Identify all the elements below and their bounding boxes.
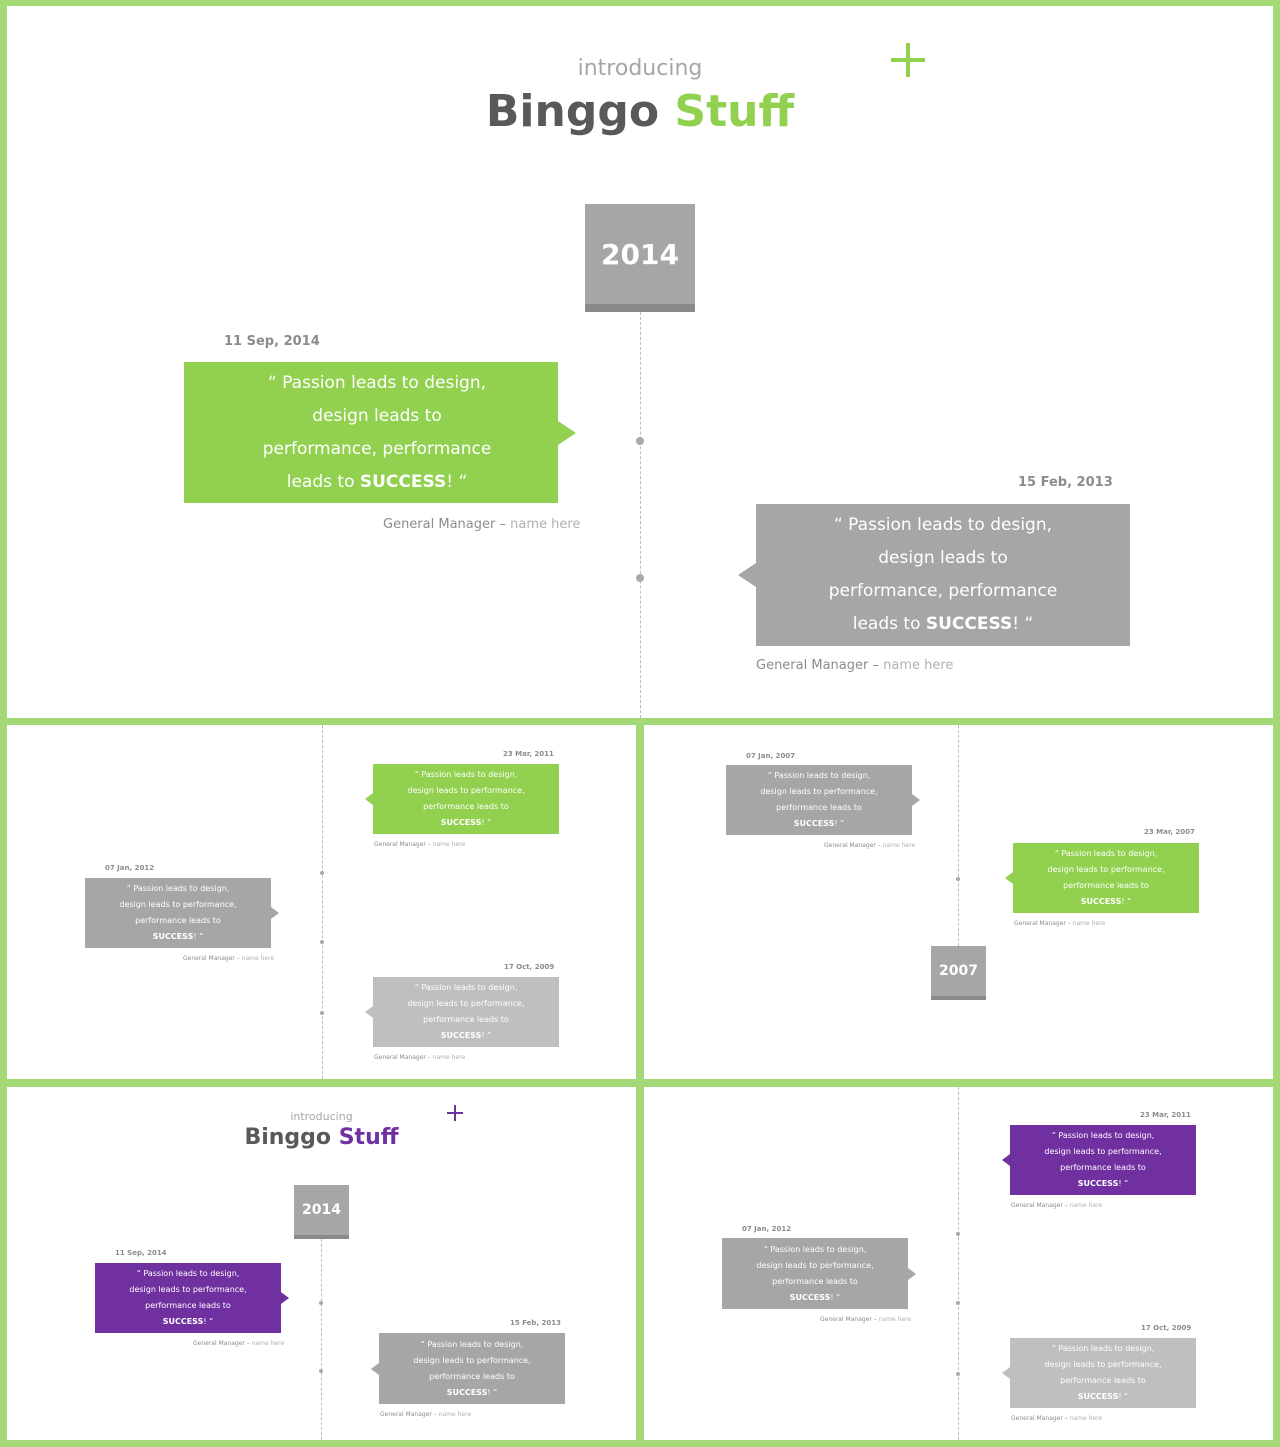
quote-attribution: General Manager – name here (820, 1316, 912, 1323)
quote-text: “ Passion leads to design, design leads … (760, 771, 878, 828)
timeline-dot (320, 1011, 324, 1015)
quote-attribution: General Manager – name here (824, 842, 916, 849)
year-box: 2014 (294, 1185, 349, 1239)
quote-attribution: General Manager – name here (1011, 1415, 1103, 1422)
brand-title: Binggo Stuff (7, 86, 1273, 137)
quote-text: “ Passion leads to design, design leads … (262, 372, 492, 492)
slide-1: introducing Binggo Stuff .p1::before{lef… (7, 6, 1273, 718)
timeline-line (321, 1239, 322, 1440)
quote-attribution: General Manager – name here (193, 1340, 285, 1347)
item-date: 23 Mar, 2011 (503, 750, 554, 758)
item-date: 17 Oct, 2009 (504, 963, 555, 971)
quote-attribution: General Manager – name here (1014, 920, 1106, 927)
quote-attribution: General Manager – name here (183, 955, 275, 962)
quote-text: “ Passion leads to design, design leads … (1044, 1131, 1162, 1188)
brand-word-2: Stuff (674, 86, 795, 137)
quote-text: “ Passion leads to design, design leads … (407, 983, 525, 1040)
quote-attribution: General Manager – name here (380, 1411, 472, 1418)
timeline-dot (956, 1372, 960, 1376)
timeline-dot (319, 1369, 323, 1373)
quote-box-purple: “ Passion leads to design, design leads … (95, 1263, 281, 1333)
quote-text: “ Passion leads to design, design leads … (407, 770, 525, 827)
item-date: 11 Sep, 2014 (115, 1249, 167, 1257)
plus-icon (447, 1105, 463, 1121)
quote-box-gray: “ Passion leads to design, design leads … (85, 878, 271, 948)
quote-text: “ Passion leads to design, design leads … (119, 884, 237, 941)
item-date: 15 Feb, 2013 (510, 1319, 562, 1327)
item-date: 23 Mar, 2007 (1144, 828, 1195, 836)
item-date: 07 Jan, 2007 (746, 752, 796, 760)
quote-box-gray: “ Passion leads to design, design leads … (756, 504, 1130, 646)
quote-text: “ Passion leads to design, design leads … (1044, 1344, 1162, 1401)
item-date: 15 Feb, 2013 (1018, 475, 1113, 490)
quote-box-gray: “ Passion leads to design, design leads … (722, 1238, 908, 1309)
quote-box-green: “ Passion leads to design, design leads … (184, 362, 558, 503)
brand-word-1: Binggo (244, 1125, 332, 1150)
quote-box-gray: “ Passion leads to design, design leads … (726, 765, 912, 835)
slide-2: 23 Mar, 2011 “ Passion leads to design, … (7, 725, 636, 1079)
slide-5: 23 Mar, 2011 “ Passion leads to design, … (644, 1087, 1273, 1440)
timeline-dot (320, 871, 324, 875)
timeline-dot (636, 574, 644, 582)
item-date: 17 Oct, 2009 (1141, 1324, 1192, 1332)
plus-icon (891, 43, 925, 77)
timeline-dot (636, 437, 644, 445)
year-box: 2014 (585, 204, 695, 312)
quote-box-purple: “ Passion leads to design, design leads … (1010, 1125, 1196, 1195)
quote-text: “ Passion leads to design, design leads … (1047, 849, 1165, 906)
quote-text: “ Passion leads to design, design leads … (756, 1244, 874, 1302)
item-date: 23 Mar, 2011 (1140, 1111, 1191, 1119)
brand-word-1: Binggo (485, 86, 660, 137)
timeline-line (958, 725, 959, 946)
quote-attribution: General Manager – name here (374, 841, 466, 848)
slide-4: introducing Binggo Stuff 2014 11 Sep, 20… (7, 1087, 636, 1440)
quote-attribution: General Manager – name here (374, 1054, 466, 1061)
timeline-dot (319, 1301, 323, 1305)
quote-text: “ Passion leads to design, design leads … (828, 515, 1058, 634)
quote-attribution: General Manager – name here (756, 658, 954, 673)
slide-3: 07 Jan, 2007 “ Passion leads to design, … (644, 725, 1273, 1079)
year-box: 2007 (931, 946, 986, 1000)
quote-attribution: General Manager – name here (383, 517, 581, 532)
quote-text: “ Passion leads to design, design leads … (413, 1339, 531, 1397)
item-date: 11 Sep, 2014 (224, 334, 320, 349)
timeline-dot (956, 877, 960, 881)
quote-box-lightgray: “ Passion leads to design, design leads … (373, 977, 559, 1047)
intro-text: introducing (577, 56, 703, 81)
timeline-line (640, 312, 641, 718)
item-date: 07 Jan, 2012 (742, 1225, 792, 1233)
quote-text: “ Passion leads to design, design leads … (129, 1269, 247, 1326)
brand-title: Binggo Stuff (7, 1125, 636, 1150)
quote-box-green: “ Passion leads to design, design leads … (373, 764, 559, 834)
quote-attribution: General Manager – name here (1011, 1202, 1103, 1209)
item-date: 07 Jan, 2012 (105, 864, 155, 872)
quote-box-lightgray: “ Passion leads to design, design leads … (1010, 1338, 1196, 1408)
quote-box-gray: “ Passion leads to design, design leads … (379, 1333, 565, 1404)
timeline-dot (320, 940, 324, 944)
brand-word-2: Stuff (338, 1125, 399, 1150)
intro-text: introducing (290, 1110, 353, 1123)
quote-box-green: “ Passion leads to design, design leads … (1013, 843, 1199, 913)
timeline-line (958, 1087, 959, 1440)
timeline-dot (956, 1232, 960, 1236)
timeline-line (322, 725, 323, 1079)
timeline-dot (956, 1301, 960, 1305)
